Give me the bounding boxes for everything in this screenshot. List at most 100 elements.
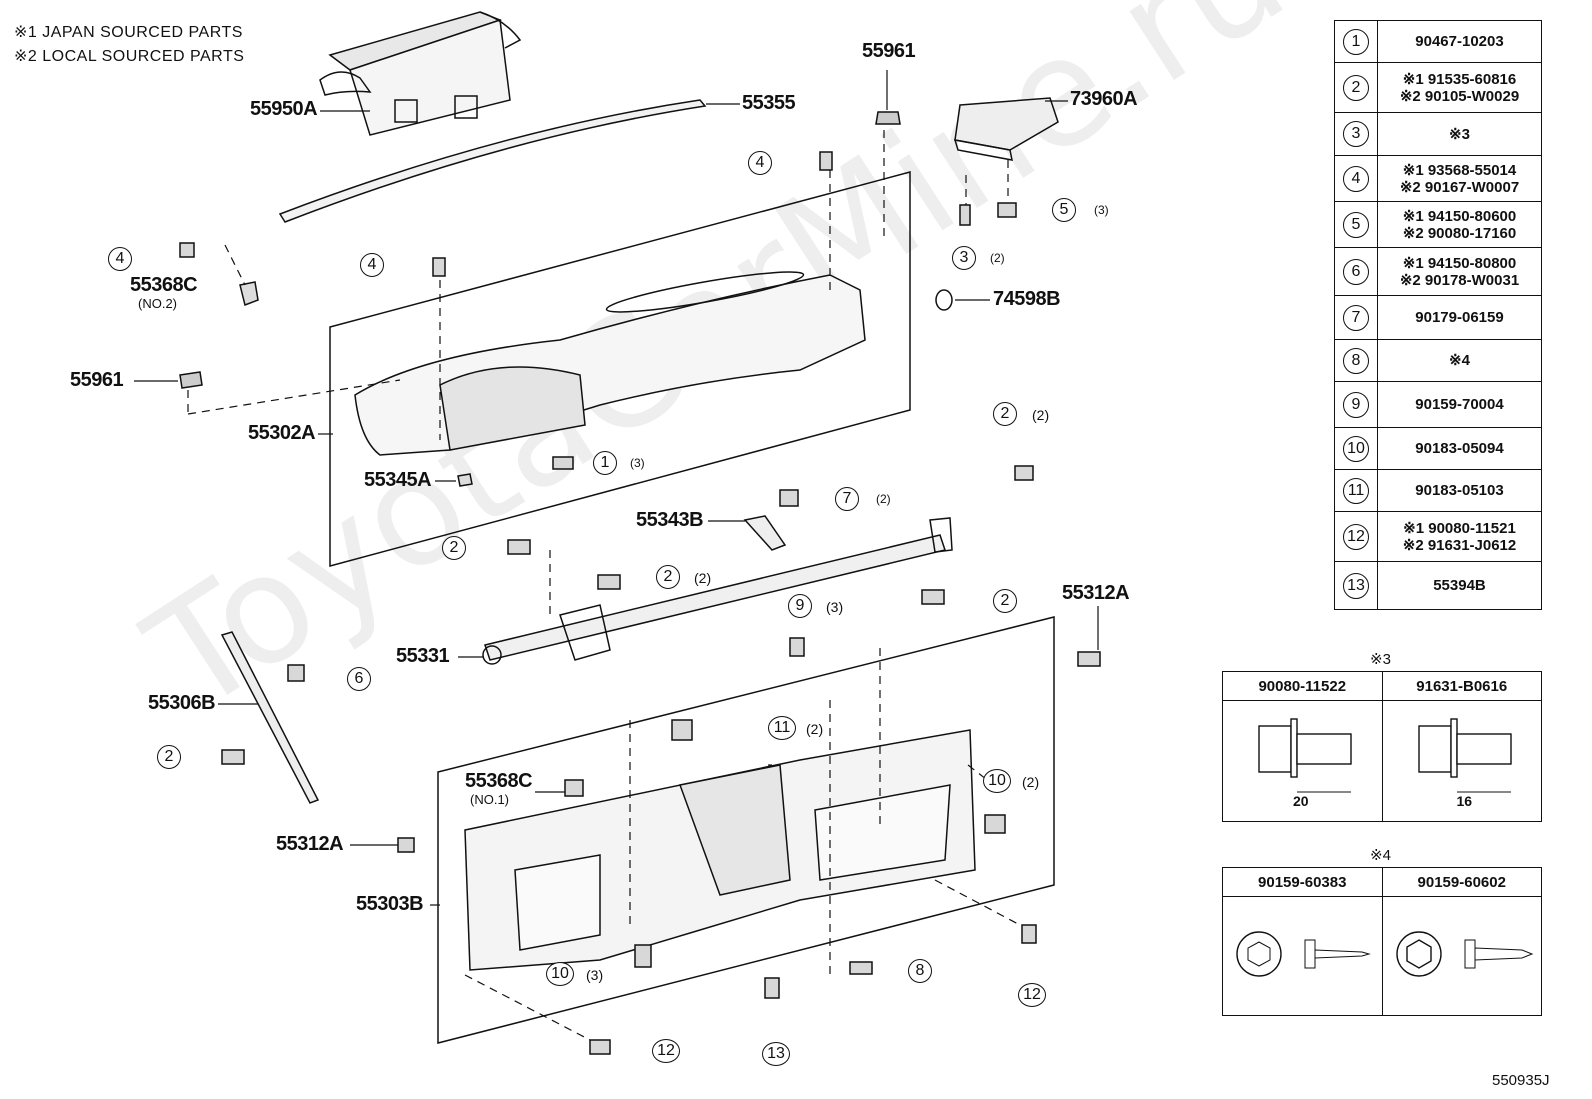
note-local: ※2 LOCAL SOURCED PARTS — [14, 48, 245, 65]
ref-row-7: 7 90179-06159 — [1334, 295, 1542, 340]
nut-5 — [997, 202, 1017, 218]
ref-number-circle: 5 — [1343, 211, 1369, 238]
clip-1 — [552, 456, 574, 470]
ref-number: 6 — [1334, 247, 1378, 296]
callout-3: 3 — [952, 246, 976, 270]
screw-9 — [789, 637, 805, 657]
hex-flange-bolt-icon — [1258, 718, 1352, 793]
ref-number: 5 — [1334, 201, 1378, 248]
clip-55368C-no1 — [564, 779, 584, 797]
ref-row-8: 8 ※4 — [1334, 339, 1542, 382]
bolt-4-mid — [432, 257, 446, 277]
ref-part-number: ※1 94150-80800 — [1402, 254, 1517, 272]
callout-6: 6 — [347, 667, 371, 691]
module-73960A — [953, 97, 1059, 161]
ref-part-number: 90179-06159 — [1415, 309, 1504, 326]
nut-6 — [287, 664, 305, 682]
qty-1: (3) — [630, 456, 645, 470]
label-55303B: 55303B — [356, 893, 424, 915]
clip-55368C-no2 — [239, 281, 259, 307]
clip-10-bottom — [634, 944, 652, 968]
qty-5: (3) — [1094, 203, 1109, 217]
label-55345A: 55345A — [364, 469, 432, 491]
ref-number: 8 — [1334, 339, 1378, 382]
callout-10-right: 10 — [983, 769, 1011, 793]
callout-2-d: 2 — [157, 745, 181, 769]
bolt-2-a — [507, 539, 531, 555]
callout-4-mid: 4 — [360, 253, 384, 277]
qty-2-right: (2) — [1032, 407, 1050, 423]
ref-part-number: ※1 91535-60816 — [1402, 70, 1517, 88]
ref-number: 10 — [1334, 427, 1378, 470]
label-55961-top: 55961 — [862, 40, 916, 62]
label-55961-left: 55961 — [70, 369, 124, 391]
callout-1: 1 — [593, 451, 617, 475]
ref-number: 3 — [1334, 112, 1378, 156]
ref-number-circle: 12 — [1343, 523, 1369, 550]
bolt-2-c — [921, 589, 945, 605]
clip-55312A-right — [1077, 651, 1101, 667]
ref-number: 2 — [1334, 62, 1378, 113]
screw-13 — [764, 977, 780, 999]
ref-number: 13 — [1334, 561, 1378, 610]
note3-col1: 90080-11522 — [1222, 671, 1383, 701]
callout-10-bottom: 10 — [546, 962, 574, 986]
strip-55355 — [278, 99, 707, 223]
label-no1: (NO.1) — [470, 792, 509, 807]
ref-part-number: ※2 90105-W0029 — [1399, 87, 1520, 105]
ref-part-number: 90467-10203 — [1415, 33, 1504, 50]
ref-part-numbers: ※4 — [1377, 339, 1542, 382]
upper-dash-55302A — [354, 271, 866, 456]
bolt-4-left — [179, 242, 195, 258]
callout-4-top: 4 — [748, 151, 772, 175]
label-55312A-right: 55312A — [1062, 582, 1130, 604]
callout-13: 13 — [762, 1042, 790, 1066]
ref-number-circle: 7 — [1343, 304, 1369, 331]
label-55302A: 55302A — [248, 422, 316, 444]
label-73960A: 73960A — [1070, 88, 1138, 110]
label-55343B: 55343B — [636, 509, 704, 531]
ref-part-number: ※1 93568-55014 — [1402, 161, 1517, 179]
callout-2-b: 2 — [656, 565, 680, 589]
ref-part-numbers: ※1 94150-80800※2 90178-W0031 — [1377, 247, 1542, 296]
ref-number-circle: 11 — [1343, 477, 1369, 504]
lower-dash-55303B — [464, 729, 976, 971]
bolt-4-top — [819, 151, 833, 171]
callout-2-right: 2 — [993, 402, 1017, 426]
clip-10-right — [984, 814, 1006, 834]
ref-part-number: ※4 — [1449, 352, 1470, 369]
label-no2: (NO.2) — [138, 296, 177, 311]
ref-part-number: 90183-05103 — [1415, 482, 1504, 499]
torx-screw-icon — [1236, 931, 1372, 977]
bracket-55343B — [743, 515, 787, 551]
qty-10-right: (2) — [1022, 774, 1040, 790]
qty-7: (2) — [876, 492, 891, 506]
ref-part-number: ※2 90178-W0031 — [1399, 271, 1520, 289]
hex-washer-bolt-icon — [1418, 718, 1512, 793]
note3-table: 90080-11522 91631-B0616 20 16 — [1222, 671, 1542, 822]
note4-table: 90159-60383 90159-60602 — [1222, 867, 1542, 1016]
ref-part-numbers: ※1 91535-60816※2 90105-W0029 — [1377, 62, 1542, 113]
ref-number-circle: 3 — [1343, 121, 1369, 147]
note4-screw1 — [1222, 896, 1383, 1016]
nut-7 — [779, 489, 799, 507]
note3-dim1: 20 — [1293, 793, 1309, 809]
ref-number-circle: 6 — [1343, 258, 1369, 285]
ref-part-numbers: ※1 93568-55014※2 90167-W0007 — [1377, 155, 1542, 202]
ref-part-number: 90159-70004 — [1415, 396, 1504, 413]
qty-3: (2) — [990, 251, 1005, 265]
ref-row-6: 6 ※1 94150-80800※2 90178-W0031 — [1334, 247, 1542, 296]
ref-number: 7 — [1334, 295, 1378, 340]
reinforcement-55331 — [482, 517, 953, 665]
label-55312A-left: 55312A — [276, 833, 344, 855]
ref-part-numbers: ※3 — [1377, 112, 1542, 156]
bolt-2-d — [221, 749, 245, 765]
ref-number: 12 — [1334, 511, 1378, 562]
ref-part-number: ※1 90080-11521 — [1403, 519, 1516, 537]
clip-55345A — [457, 473, 473, 487]
clip-11 — [671, 719, 693, 741]
ref-part-numbers: ※1 94150-80600※2 90080-17160 — [1377, 201, 1542, 248]
